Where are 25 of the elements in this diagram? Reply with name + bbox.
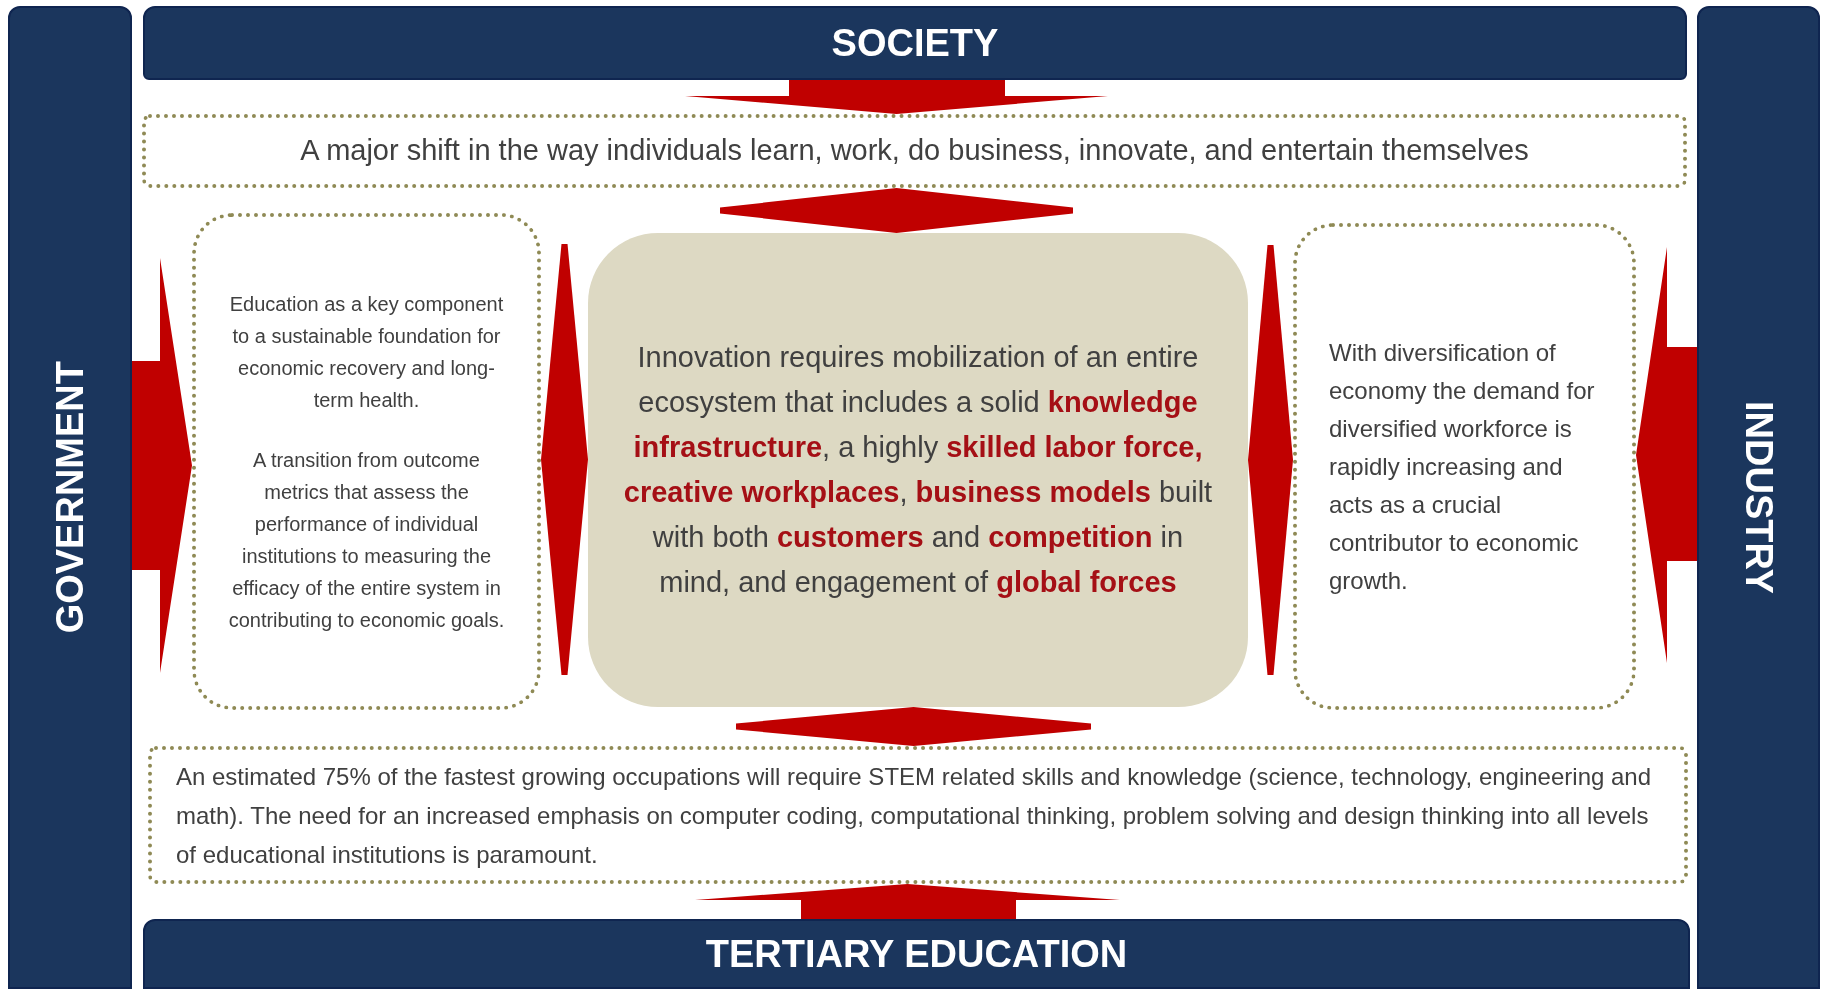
node-text: A major shift in the way individuals learn, work, do business, innovate, and entertain themselves [300, 133, 1529, 169]
footer-bar [143, 919, 1690, 989]
node-text: An estimated 75% of the fastest growing occupations will require STEM related skills and knowledge (science, technology, engineering and math). The need for an increased emphasis on computer coding, computational thinking, problem solving and design thinking into all levels of educational institutions is paramount. [176, 761, 1653, 870]
node-text: SOCIETY [831, 20, 999, 66]
block-arrow [132, 258, 192, 673]
block-arrow [541, 244, 588, 675]
block-arrow [1636, 247, 1697, 663]
text-box [192, 213, 541, 710]
block-arrow [736, 707, 1091, 746]
statement-box [142, 114, 1687, 188]
side-bar [1697, 6, 1820, 989]
block-arrow [1248, 245, 1293, 675]
node-text: Innovation requires mobilization of an entire ecosystem that includes a solid knowledge infrastructure, a highly skilled labor force, creative workplaces, business models built with both customers and competition in mind, and engagement of global forces [622, 340, 1214, 600]
node-text: With diversification of economy the demand for diversified workforce is rapidly increasing and acts as a crucial contributor to economic growth. [1329, 337, 1596, 596]
header-bar [143, 6, 1687, 80]
node-text: INDUSTRY [1737, 401, 1781, 594]
node-text: A transition from outcome metrics that assess the performance of individual institutions to measuring the efficacy of the entire system in contributing to economic goals. [227, 447, 506, 633]
block-arrow [720, 188, 1073, 233]
side-bar [8, 6, 132, 989]
node-text: GOVERNMENT [47, 361, 92, 634]
node-text: Education as a key component to a sustainable foundation for economic recovery and long-term health. [228, 291, 505, 413]
statement-box [148, 746, 1688, 884]
center-panel [588, 233, 1248, 707]
node-text: TERTIARY EDUCATION [705, 931, 1128, 977]
text-box [1293, 223, 1636, 710]
